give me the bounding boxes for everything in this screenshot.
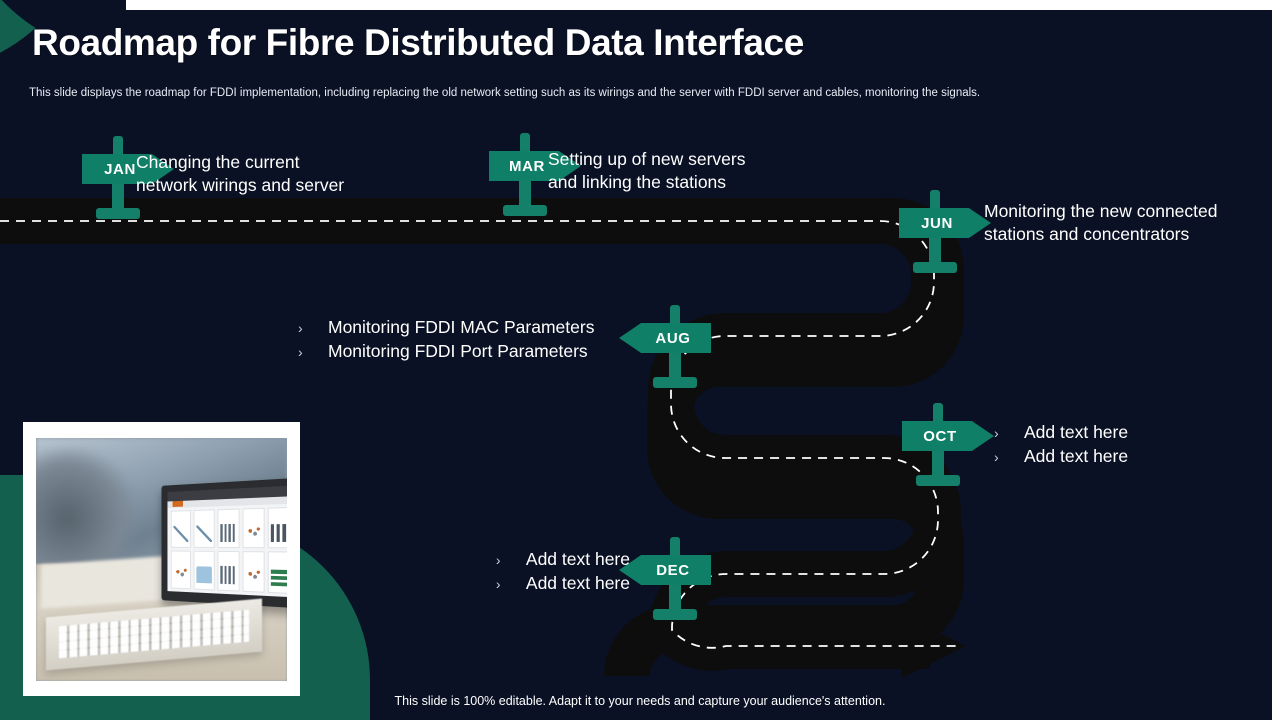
photo-dashboard-tile: [242, 507, 266, 549]
milestone-jan[interactable]: JAN: [82, 136, 174, 220]
list-item-label: Add text here: [1024, 446, 1129, 466]
signpost-mast-top-icon: [930, 190, 940, 212]
chevron-right-icon: ›: [298, 344, 303, 360]
list-item: › Add text here: [994, 421, 1234, 445]
milestone-text-line: and linking the stations: [548, 171, 727, 192]
photo-laptop-dashboard: [36, 438, 287, 681]
page-title: Roadmap for Fibre Distributed Data Inter…: [32, 22, 804, 63]
list-item: › Monitoring FDDI MAC Parameters: [298, 316, 614, 340]
photo-dashboard-tile: [171, 550, 191, 589]
list-item-label: Add text here: [525, 549, 630, 569]
milestone-label-dec[interactable]: DEC: [619, 555, 711, 585]
list-item: › Add text here: [380, 548, 630, 572]
photo-dashboard-tile: [268, 551, 287, 594]
milestone-text-line: Changing the current: [136, 152, 300, 172]
milestone-label-aug[interactable]: AUG: [619, 323, 711, 353]
photo-dashboard-tile: [217, 508, 240, 549]
milestone-text-line: network wirings and server: [136, 174, 345, 195]
signpost-foot-icon: [503, 205, 547, 216]
photo-dashboard-grid: [171, 506, 287, 594]
photo-dashboard-tile: [242, 551, 266, 593]
milestone-label-jun[interactable]: JUN: [899, 208, 991, 238]
milestone-bullets-oct: › Add text here › Add text here: [994, 421, 1234, 469]
signpost-foot-icon: [913, 262, 957, 273]
chevron-right-icon: ›: [994, 449, 999, 465]
chevron-right-icon: ›: [994, 425, 999, 441]
list-item-label: Add text here: [525, 573, 630, 593]
signpost-foot-icon: [653, 377, 697, 388]
milestone-dec[interactable]: DEC: [619, 537, 711, 621]
photo-dashboard-tile: [171, 510, 191, 548]
list-item-label: Monitoring FDDI Port Parameters: [328, 341, 588, 361]
top-white-band: [0, 0, 1280, 10]
photo-frame: [23, 422, 300, 696]
list-item-label: Monitoring FDDI MAC Parameters: [328, 317, 595, 337]
slide-footer-note: This slide is 100% editable. Adapt it to…: [394, 694, 886, 708]
photo-keyboard-keys: [58, 609, 249, 659]
chevron-right-icon: ›: [495, 552, 501, 568]
milestone-bullets-dec: › Add text here › Add text here: [380, 548, 630, 596]
chevron-right-icon: ›: [495, 576, 501, 592]
photo-dashboard-tile: [268, 506, 287, 549]
road-band-main: [0, 198, 961, 671]
photo-screen-accent: [172, 500, 183, 508]
milestone-label-mar[interactable]: MAR: [489, 151, 581, 181]
milestone-label-jan[interactable]: JAN: [82, 154, 174, 184]
signpost-mast-top-icon: [113, 136, 123, 158]
milestone-text-line: Setting up of new servers: [548, 149, 746, 169]
signpost-mast-top-icon: [670, 537, 680, 559]
photo-papers: [41, 554, 177, 608]
photo-laptop-screen: [167, 485, 287, 597]
milestone-text-jun: Monitoring the new connected stations an…: [984, 200, 1217, 245]
milestone-text-jan: Changing the current network wirings and…: [136, 151, 344, 196]
list-item: › Monitoring FDDI Port Parameters: [298, 340, 614, 364]
photo-dashboard-tile: [193, 509, 215, 549]
milestone-bullets-aug: › Monitoring FDDI MAC Parameters › Monit…: [298, 316, 614, 364]
milestone-jun[interactable]: JUN: [899, 190, 991, 274]
milestone-text-line: stations and concentrators: [984, 223, 1190, 244]
signpost-mast-top-icon: [520, 133, 530, 155]
milestone-label-oct[interactable]: OCT: [902, 421, 994, 451]
right-white-band: [1272, 0, 1280, 720]
photo-dashboard-tile: [217, 551, 240, 591]
milestone-mar[interactable]: MAR: [489, 133, 581, 217]
milestone-text-mar: Setting up of new servers and linking th…: [548, 148, 745, 193]
list-item-label: Add text here: [1024, 422, 1129, 442]
chevron-right-icon: ›: [298, 320, 303, 336]
signpost-mast-top-icon: [933, 403, 943, 425]
photo-laptop: [161, 477, 287, 608]
signpost-foot-icon: [916, 475, 960, 486]
signpost-mast-top-icon: [670, 305, 680, 327]
list-item: › Add text here: [380, 572, 630, 596]
milestone-text-line: Monitoring the new connected: [984, 201, 1218, 221]
photo-dashboard-tile: [193, 550, 215, 590]
page-subtitle: This slide displays the roadmap for FDDI…: [29, 87, 981, 99]
milestone-aug[interactable]: AUG: [619, 305, 711, 389]
signpost-foot-icon: [96, 208, 140, 219]
signpost-foot-icon: [653, 609, 697, 620]
list-item: › Add text here: [994, 445, 1234, 469]
milestone-oct[interactable]: OCT: [902, 403, 994, 487]
